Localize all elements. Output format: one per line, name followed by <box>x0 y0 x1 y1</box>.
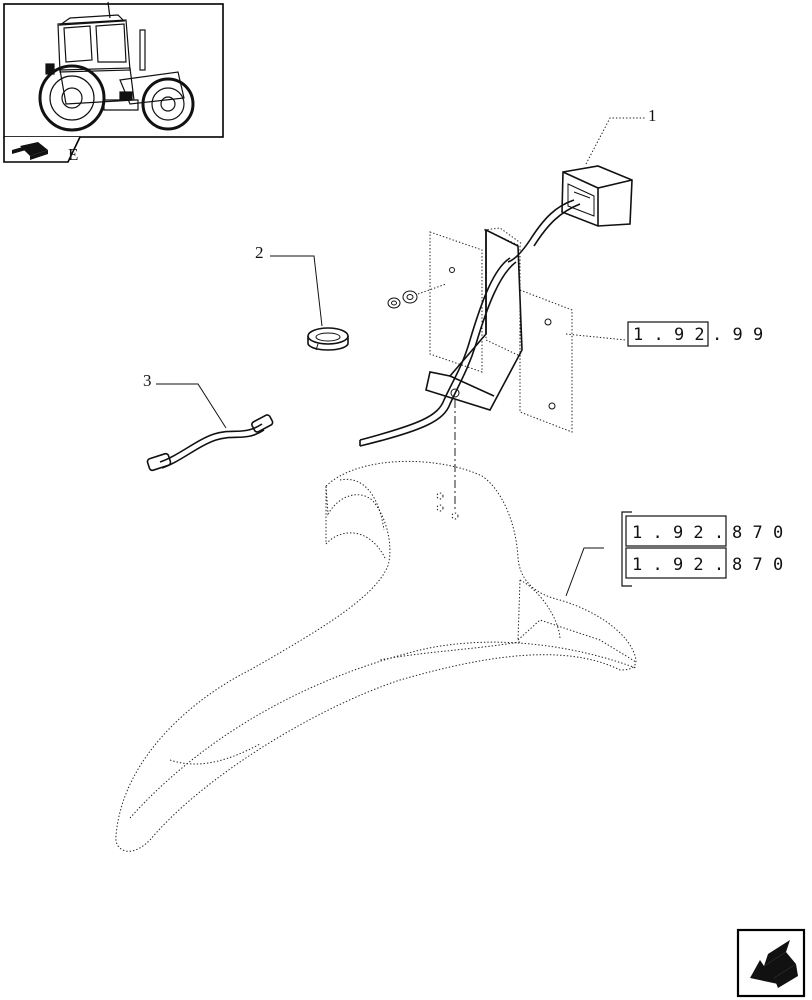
reference-1-92-87-a[interactable]: 1 . 9 2 . 8 7 0 <box>625 515 783 547</box>
leader-2 <box>270 255 323 327</box>
book-arrow-icon <box>12 142 48 160</box>
fender <box>115 460 637 852</box>
callout-3: 3 <box>143 371 152 390</box>
tractor-thumbnail[interactable]: E <box>3 1 224 164</box>
ref-2-tail: 8 7 0 <box>732 523 783 543</box>
leader-ref-1 <box>565 333 627 341</box>
cable-clip <box>307 327 349 351</box>
ref-3-boxed: 1 . 9 2 . <box>632 555 724 575</box>
callout-1: 1 <box>648 106 657 125</box>
leader-ref-2 <box>565 547 604 597</box>
reference-bracket <box>621 511 632 587</box>
leader-1 <box>585 117 646 165</box>
ref-1-boxed: 1 . 9 2 <box>633 325 705 345</box>
ref-1-tail: . 9 9 <box>712 325 763 345</box>
thumbnail-caption: E <box>68 145 78 164</box>
tractor-icon <box>38 1 195 132</box>
lamp-assembly <box>359 165 633 510</box>
ref-2-boxed: 1 . 9 2 . <box>632 523 724 543</box>
reference-1-92-87-b[interactable]: 1 . 9 2 . 8 7 0 <box>625 547 783 579</box>
nuts <box>387 290 418 309</box>
callout-2: 2 <box>255 243 264 262</box>
arrow-left-nav-icon <box>750 940 798 988</box>
previous-page-button[interactable] <box>736 928 806 998</box>
reference-1-92-99[interactable]: 1 . 9 2 . 9 9 <box>627 321 763 347</box>
leader-3 <box>156 383 227 429</box>
connector-cable <box>146 414 274 472</box>
ref-3-tail: 8 7 0 <box>732 555 783 575</box>
